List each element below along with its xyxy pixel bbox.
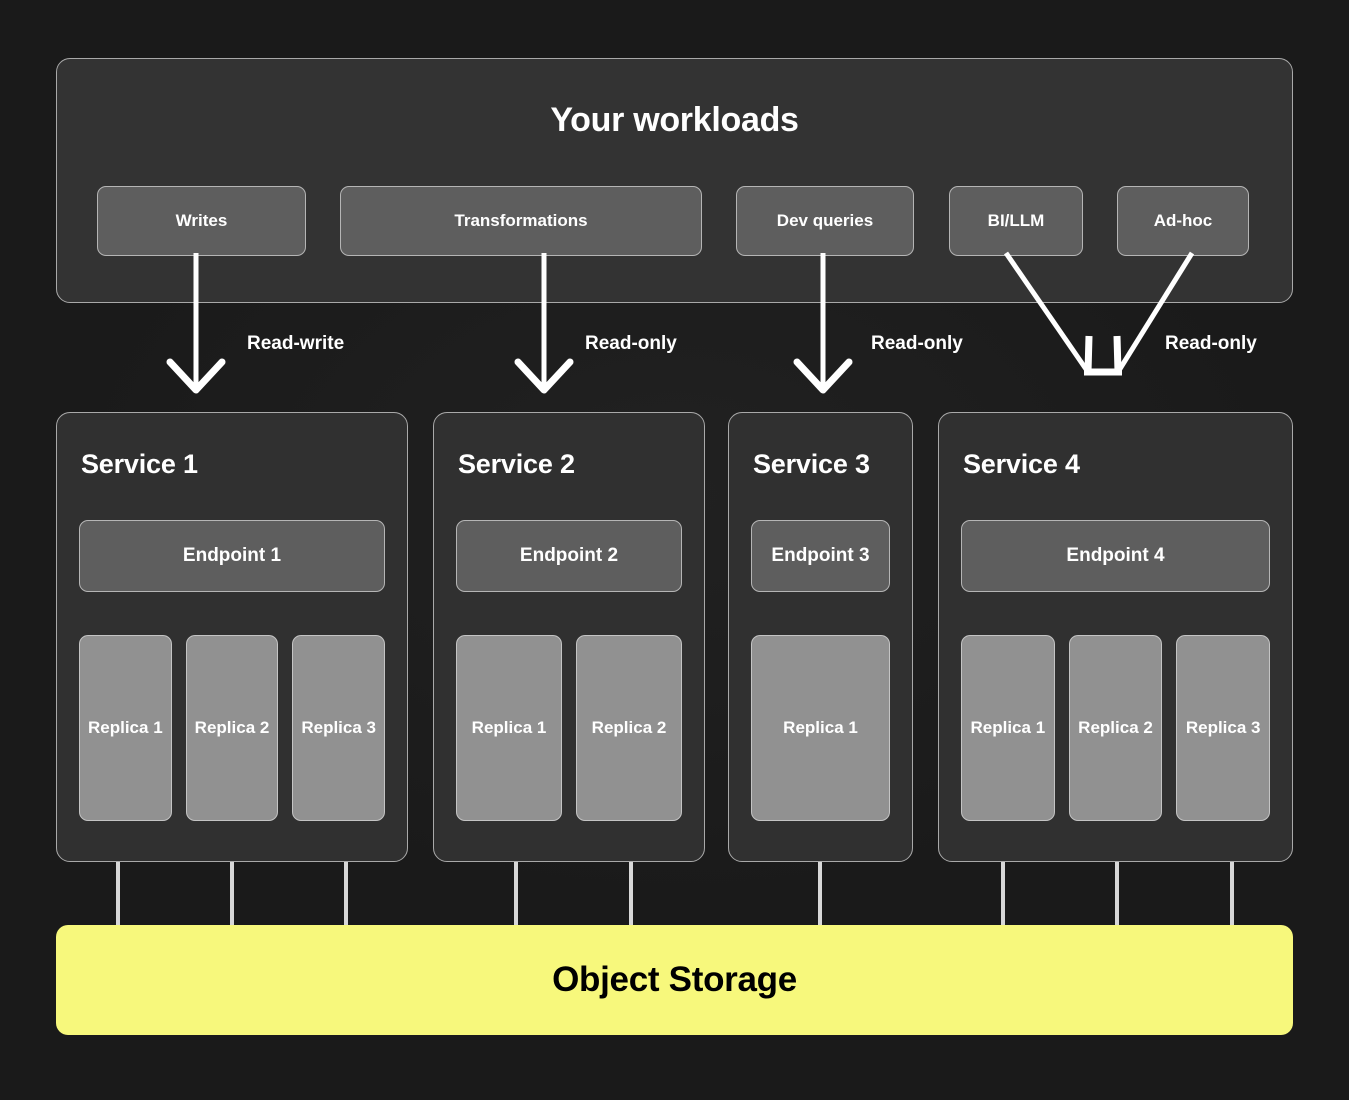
replica-box[interactable]: Replica 1 bbox=[79, 635, 172, 821]
endpoint-box-1[interactable]: Endpoint 1 bbox=[79, 520, 385, 592]
service-title-3: Service 3 bbox=[753, 449, 870, 479]
flow-label-4: Read-only bbox=[1165, 333, 1257, 354]
storage-connector bbox=[116, 862, 120, 925]
workload-box-transformations[interactable]: Transformations bbox=[340, 186, 702, 256]
flow-label-2: Read-only bbox=[585, 333, 677, 354]
workload-box-row: Writes Transformations Dev queries BI/LLM Ad… bbox=[57, 186, 1292, 256]
endpoint-box-4[interactable]: Endpoint 4 bbox=[961, 520, 1270, 592]
object-storage-label: Object Storage bbox=[552, 960, 797, 999]
storage-connector bbox=[629, 862, 633, 925]
replica-row-3: Replica 1 bbox=[751, 635, 890, 821]
replica-box[interactable]: Replica 3 bbox=[292, 635, 386, 821]
storage-connector bbox=[230, 862, 234, 925]
workload-box-writes[interactable]: Writes bbox=[97, 186, 306, 256]
replica-box[interactable]: Replica 1 bbox=[961, 635, 1055, 821]
replica-box[interactable]: Replica 1 bbox=[456, 635, 562, 821]
flow-label-3: Read-only bbox=[871, 333, 963, 354]
storage-connector bbox=[818, 862, 822, 925]
endpoint-box-2[interactable]: Endpoint 2 bbox=[456, 520, 682, 592]
replica-box[interactable]: Replica 2 bbox=[1068, 635, 1163, 821]
endpoint-box-3[interactable]: Endpoint 3 bbox=[751, 520, 890, 592]
service-title-2: Service 2 bbox=[458, 449, 575, 479]
service-title-4: Service 4 bbox=[963, 449, 1080, 479]
service-title-1: Service 1 bbox=[81, 449, 198, 479]
replica-box[interactable]: Replica 3 bbox=[1176, 635, 1271, 821]
workloads-title: Your workloads bbox=[550, 101, 799, 139]
storage-connector bbox=[1230, 862, 1234, 925]
replica-box[interactable]: Replica 2 bbox=[576, 635, 682, 821]
storage-connector bbox=[1001, 862, 1005, 925]
storage-connector bbox=[514, 862, 518, 925]
workloads-panel: Your workloads Writes Transformations Dev … bbox=[56, 58, 1293, 303]
object-storage-bar: Object Storage bbox=[56, 925, 1293, 1035]
replica-box[interactable]: Replica 2 bbox=[185, 635, 279, 821]
workload-box-bi-llm[interactable]: BI/LLM bbox=[949, 186, 1083, 256]
flow-label-1: Read-write bbox=[247, 333, 345, 354]
workload-box-dev-queries[interactable]: Dev queries bbox=[736, 186, 914, 256]
storage-connector bbox=[1115, 862, 1119, 925]
replica-box[interactable]: Replica 1 bbox=[751, 635, 890, 821]
storage-connector bbox=[344, 862, 348, 925]
workload-box-ad-hoc[interactable]: Ad-hoc bbox=[1117, 186, 1249, 256]
service-card-3[interactable]: Service 3 Endpoint 3 Replica 1 bbox=[728, 412, 913, 862]
